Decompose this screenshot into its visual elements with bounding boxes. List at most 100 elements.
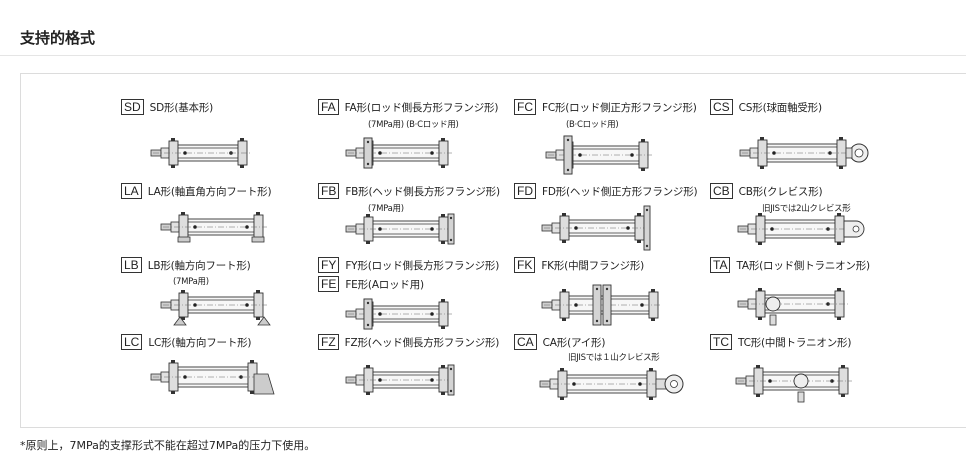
tie-rod-nut <box>181 290 185 293</box>
eye-pin-hole <box>670 380 678 388</box>
mount-flange <box>602 284 612 326</box>
tie-rod-nut <box>758 242 762 245</box>
mount-flange <box>363 137 373 169</box>
tie-rod-nut <box>641 168 645 171</box>
tie-rod-nut <box>181 212 185 215</box>
tie-rod-nut <box>837 288 841 291</box>
port-dot <box>638 382 642 386</box>
tie-rod-nut <box>171 138 175 141</box>
port-dot <box>193 303 197 307</box>
tie-rod-nut <box>651 289 655 292</box>
port-dot <box>430 227 434 231</box>
mount-name: FK形(中間フランジ形) <box>541 259 645 272</box>
tie-rod-nut <box>171 165 175 168</box>
mount-note: (B·Cロッド用) <box>566 120 619 130</box>
tie-rod-nut <box>760 166 764 169</box>
mount-code: FD <box>514 183 536 199</box>
page-title: 支持的格式 <box>20 29 96 47</box>
mount-name: FD形(ヘッド側正方形フランジ形) <box>542 185 698 198</box>
tie-rod-nut <box>256 212 260 215</box>
tie-rod-nut <box>637 213 641 216</box>
tie-rod-nut <box>256 317 260 320</box>
port-dot <box>430 312 434 316</box>
flange-bolt-hole <box>566 168 570 172</box>
mount-code: TA <box>710 257 731 273</box>
mount-name: CS形(球面軸受形) <box>738 101 822 114</box>
mount-fy: FY FY形(ロッド側長方形フランジ形) <box>318 257 514 337</box>
flange-bolt-hole <box>566 138 570 142</box>
flange-bolt-hole <box>605 287 609 291</box>
mount-code: TC <box>710 334 732 350</box>
cylinder-diagram-cb <box>737 213 865 245</box>
port-dot <box>640 303 644 307</box>
mount-name: LC形(軸方向フート形) <box>148 336 252 349</box>
port-dot <box>245 225 249 229</box>
tie-rod-nut <box>366 392 370 395</box>
port-dot <box>772 151 776 155</box>
mount-fd: FD FD形(ヘッド側正方形フランジ形) <box>514 183 710 263</box>
port-dot <box>239 375 243 379</box>
tie-rod-nut <box>837 317 841 320</box>
tie-rod-nut <box>366 365 370 368</box>
cylinder-diagram-fe <box>345 298 452 330</box>
title-divider <box>0 55 966 56</box>
flange-bolt-hole <box>449 389 453 393</box>
flange-bolt-hole <box>366 301 370 305</box>
tie-rod-nut <box>441 326 445 329</box>
mount-code: FC <box>514 99 536 115</box>
port-dot <box>430 151 434 155</box>
port-dot <box>630 153 634 157</box>
mount-code: FY <box>318 257 340 273</box>
mount-code: LC <box>121 334 143 350</box>
mount-code: FA <box>318 99 339 115</box>
tie-rod-nut <box>637 240 641 243</box>
tie-rod-nut <box>837 213 841 216</box>
mount-name: SD形(基本形) <box>149 101 214 114</box>
flange-bolt-hole <box>595 319 599 323</box>
tie-rod-nut <box>441 392 445 395</box>
flange-bolt-hole <box>449 367 453 371</box>
foot-bracket <box>251 236 265 243</box>
cylinder-diagram-la <box>160 212 267 243</box>
mount-name: FY形(ロッド側長方形フランジ形) <box>345 259 500 272</box>
port-dot <box>770 227 774 231</box>
mount-name: FC形(ロッド側正方形フランジ形) <box>542 101 697 114</box>
mount-flange <box>563 135 573 175</box>
trunnion-stub <box>797 391 805 403</box>
mount-code: LB <box>121 257 142 273</box>
tie-rod-nut <box>839 166 843 169</box>
tie-rod-nut <box>441 365 445 368</box>
cylinder-diagram-ca <box>539 368 684 400</box>
trunnion-pin <box>765 296 781 312</box>
tie-rod-nut <box>641 139 645 142</box>
mount-note: (7MPa用) <box>368 204 404 214</box>
tie-rod-nut <box>181 317 185 320</box>
flange-bolt-hole <box>645 208 649 212</box>
tie-rod-nut <box>171 391 175 394</box>
cylinder-diagram-sd <box>150 138 251 168</box>
tie-rod-nut <box>240 165 244 168</box>
cylinder-diagram-lc <box>150 360 275 395</box>
mount-code: FZ <box>318 334 339 350</box>
tie-rod-nut <box>441 138 445 141</box>
port-dot <box>183 375 187 379</box>
mount-name: FA形(ロッド側長方形フランジ形) <box>344 101 499 114</box>
tie-rod-nut <box>562 213 566 216</box>
tie-rod-nut <box>240 138 244 141</box>
cylinder-diagram-fc <box>545 135 652 175</box>
tie-rod-nut <box>758 213 762 216</box>
tie-rod-nut <box>441 299 445 302</box>
port-dot <box>626 226 630 230</box>
mount-code: CA <box>514 334 537 350</box>
mount-name: FE形(Aロッド用) <box>345 278 424 291</box>
port-dot <box>768 379 772 383</box>
mount-note: 旧JISでは2山クレビス形 <box>762 204 851 214</box>
mount-name: LA形(軸直角方向フート形) <box>147 185 272 198</box>
port-dot <box>574 303 578 307</box>
